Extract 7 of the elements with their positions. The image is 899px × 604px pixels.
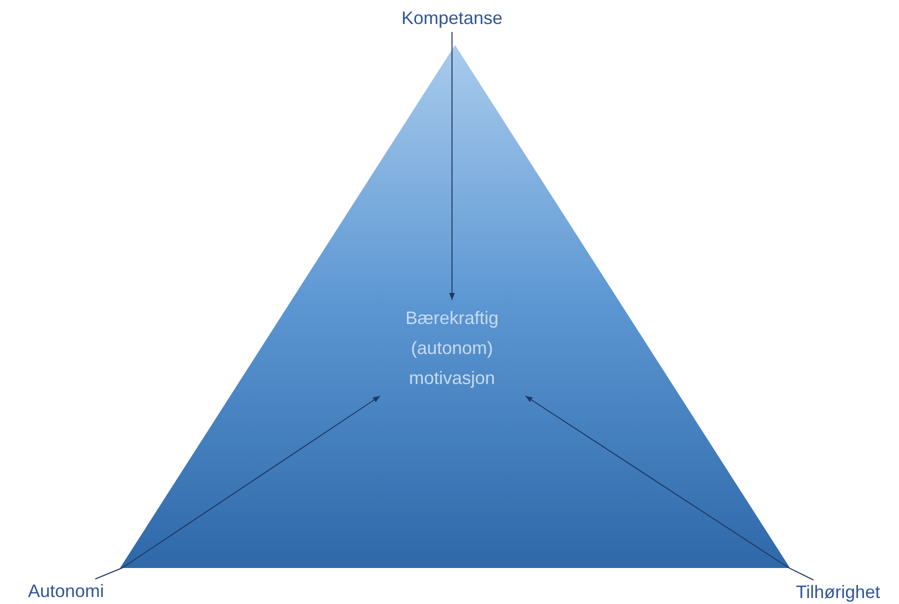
arrow xyxy=(449,32,455,300)
arrow xyxy=(525,396,814,580)
corner-label: Tilhørighet xyxy=(796,581,880,604)
arrow xyxy=(94,396,380,580)
corner-label: Kompetanse xyxy=(401,7,503,30)
corner-label: Autonomi xyxy=(28,580,104,603)
center-label: Bærekraftig (autonom) motivasjon xyxy=(404,307,500,390)
